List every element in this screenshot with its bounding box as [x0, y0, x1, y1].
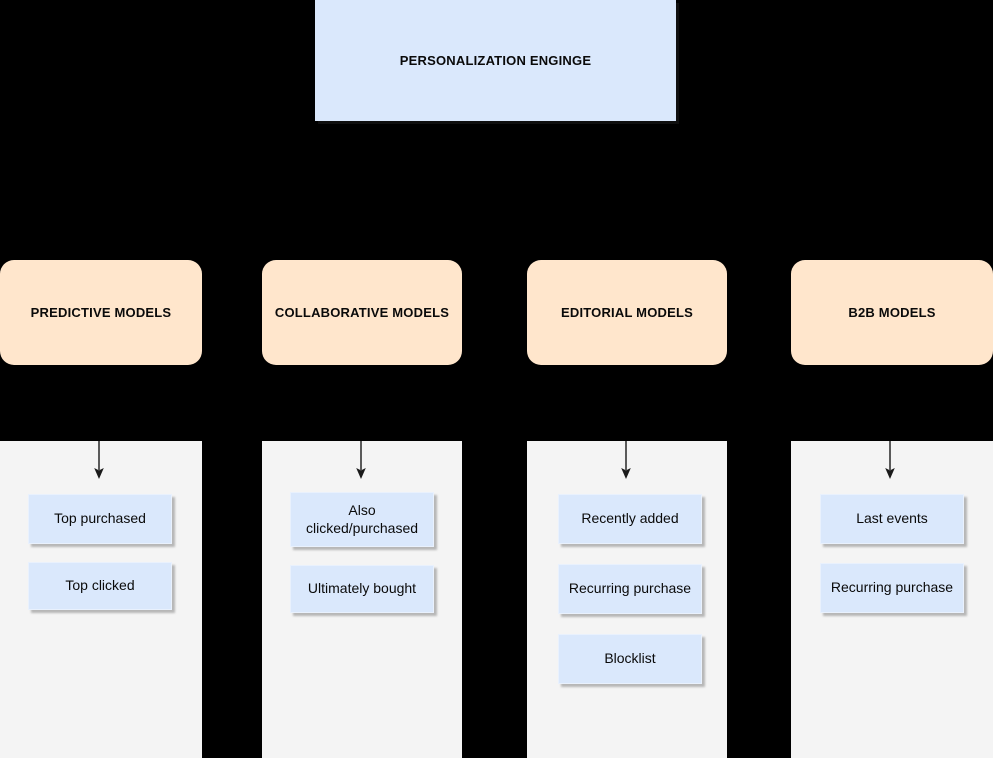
- category-label: B2B MODELS: [848, 305, 936, 320]
- item-label: Top purchased: [54, 510, 146, 527]
- category-box-editorial-models[interactable]: EDITORIAL MODELS: [527, 260, 727, 365]
- item-box[interactable]: Last events: [820, 494, 964, 544]
- category-box-predictive-models[interactable]: PREDICTIVE MODELS: [0, 260, 202, 365]
- item-box[interactable]: Recurring purchase: [820, 563, 964, 613]
- personalization-engine-box[interactable]: PERSONALIZATION ENGINGE: [315, 0, 676, 121]
- item-box[interactable]: Top purchased: [28, 494, 172, 544]
- item-box[interactable]: Top clicked: [28, 562, 172, 610]
- item-box[interactable]: Recently added: [558, 494, 702, 544]
- item-label: Recurring purchase: [568, 580, 692, 597]
- item-box[interactable]: Blocklist: [558, 634, 702, 684]
- item-label: Recurring purchase: [830, 579, 954, 596]
- category-box-collaborative-models[interactable]: COLLABORATIVE MODELS: [262, 260, 462, 365]
- item-box[interactable]: Recurring purchase: [558, 564, 702, 614]
- personalization-engine-label: PERSONALIZATION ENGINGE: [399, 53, 592, 68]
- item-label: Last events: [856, 510, 928, 527]
- item-label: Also clicked/purchased: [305, 502, 419, 536]
- item-label: Blocklist: [604, 650, 656, 667]
- item-label: Recently added: [581, 510, 679, 527]
- item-label: Top clicked: [65, 577, 135, 594]
- item-box[interactable]: Also clicked/purchased: [290, 492, 434, 547]
- category-label: PREDICTIVE MODELS: [30, 305, 172, 320]
- category-label: COLLABORATIVE MODELS: [274, 305, 450, 320]
- category-label: EDITORIAL MODELS: [560, 305, 693, 320]
- category-box-b2b-models[interactable]: B2B MODELS: [791, 260, 993, 365]
- item-label: Ultimately bought: [307, 580, 417, 597]
- item-box[interactable]: Ultimately bought: [290, 565, 434, 613]
